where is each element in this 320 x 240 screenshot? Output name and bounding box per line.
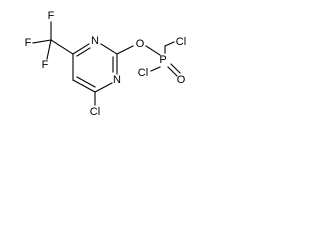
bond-n3-c2 [100, 43, 118, 55]
bond-cf3-f-bottom [46, 39, 52, 60]
bond-p-cl-left [150, 66, 161, 72]
bond-c6-c5 [72, 79, 96, 93]
atom-n1: N [113, 74, 121, 86]
bond-c4-n3 [72, 43, 90, 55]
atom-f-left: F [25, 37, 32, 49]
bond-p-o-double-b [170, 63, 181, 74]
structure-canvas: F F F N N O P O Cl Cl Cl [0, 0, 205, 136]
bond-p-o-double-a [167, 66, 178, 77]
atom-n3: N [91, 35, 99, 47]
bond-layer [32, 21, 181, 106]
atom-f-top: F [48, 10, 55, 22]
bond-c2-o [116, 45, 134, 55]
atom-cl-ring: Cl [90, 106, 100, 118]
bond-o-p [145, 45, 161, 56]
atom-label-layer: F F F N N O P O Cl Cl Cl [25, 10, 187, 118]
atom-cl-p-left: Cl [138, 67, 148, 79]
bond-n1-c6 [94, 82, 113, 93]
atom-cl-p-right: Cl [176, 36, 186, 48]
bond-c4-n3-double [76, 47, 91, 57]
bond-cf3-f-left [32, 39, 52, 44]
atom-f-bottom: F [42, 59, 49, 71]
atom-p: P [159, 54, 166, 66]
bond-c6-c5-double [76, 76, 96, 88]
molecule-diagram: F F F N N O P O Cl Cl Cl [25, 10, 187, 118]
atom-o-phosphoryl: O [177, 74, 186, 86]
atom-o-ether: O [136, 38, 145, 50]
bond-p-cl-right-b [164, 41, 175, 47]
bond-cf3-ring [50, 39, 74, 55]
